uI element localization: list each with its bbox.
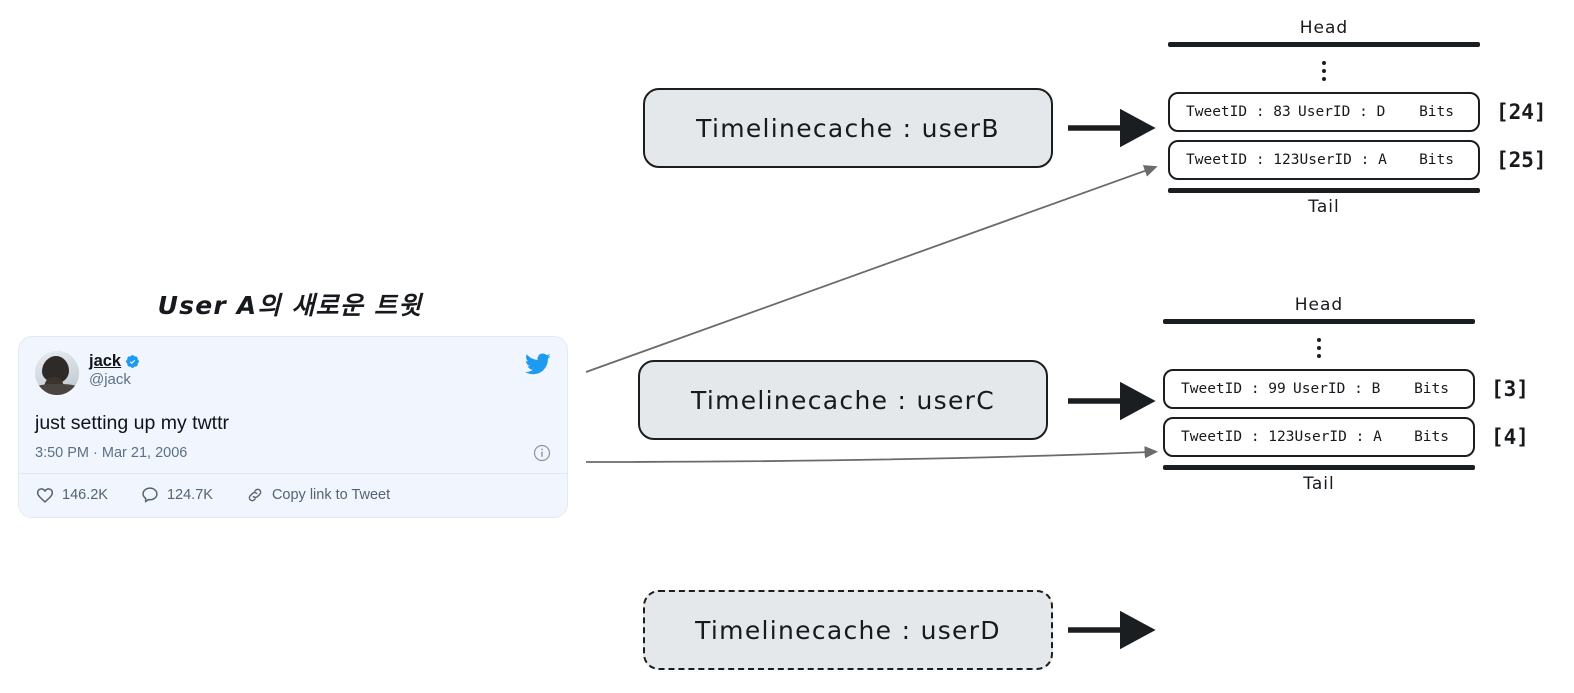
tweet-actions: 146.2K 124.7K Copy link to Tweet [35, 474, 551, 517]
node-userid: UserID : B [1293, 381, 1381, 397]
copy-link-action[interactable]: Copy link to Tweet [245, 485, 390, 505]
cache-box-userd[interactable]: Timelinecache : userD [643, 590, 1053, 670]
tweet-meta-row: 3:50 PM · Mar 21, 2006 [35, 444, 551, 473]
arrow-tweet-to-userc-node [585, 446, 1159, 463]
node-box[interactable]: TweetID : 83 UserID : D Bits [1168, 92, 1480, 132]
vertical-ellipsis-icon [1163, 328, 1475, 369]
list-item[interactable]: TweetID : 123 UserID : A Bits [4] [1163, 417, 1553, 457]
page-title: User A의 새로운 트윗 [157, 291, 423, 320]
list-item[interactable]: TweetID : 83 UserID : D Bits [24] [1168, 92, 1558, 132]
head-label: Head [1294, 295, 1344, 315]
node-tweetid: TweetID : 99 [1181, 381, 1286, 397]
tweet-header: jack @jack [35, 351, 551, 395]
like-count: 146.2K [62, 487, 108, 504]
copy-link-label: Copy link to Tweet [271, 487, 391, 504]
node-tweetid: TweetID : 83 [1186, 104, 1291, 120]
node-bits: Bits [1419, 152, 1454, 168]
list-item[interactable]: TweetID : 99 UserID : B Bits [3] [1163, 369, 1553, 409]
node-box[interactable]: TweetID : 123 UserID : A Bits [1163, 417, 1475, 457]
tail-label: Tail [1308, 197, 1340, 217]
tweet-card: jack @jack just setting up my twttr 3:50… [18, 336, 568, 519]
vertical-ellipsis-icon [1168, 51, 1480, 92]
node-userid: UserID : A [1294, 429, 1382, 445]
node-index: [4] [1491, 425, 1529, 449]
tweet-display-name[interactable]: jack [89, 352, 122, 370]
tweet-timestamp: 3:50 PM · Mar 21, 2006 [35, 445, 188, 462]
heart-icon [36, 488, 54, 504]
head-label: Head [1299, 18, 1349, 38]
linked-list-userb: Head TweetID : 83 UserID : D Bits [24] T… [1168, 18, 1558, 217]
tail-bar [1168, 188, 1480, 193]
avatar [35, 351, 79, 395]
cache-box-userc[interactable]: Timelinecache : userC [638, 360, 1048, 440]
node-bits: Bits [1414, 381, 1449, 397]
node-userid: UserID : A [1299, 152, 1387, 168]
node-index: [3] [1491, 377, 1529, 401]
list-item[interactable]: TweetID : 123 UserID : A Bits [25] [1168, 140, 1558, 180]
node-bits: Bits [1419, 104, 1454, 120]
head-bar [1163, 319, 1475, 324]
tweet-text: just setting up my twttr [35, 412, 229, 434]
head-bar [1168, 42, 1480, 47]
node-bits: Bits [1414, 429, 1449, 445]
tweet-handle[interactable]: @jack [89, 371, 131, 389]
twitter-bird-icon [525, 353, 551, 375]
node-tweetid: TweetID : 123 [1181, 429, 1295, 445]
node-box[interactable]: TweetID : 123 UserID : A Bits [1168, 140, 1480, 180]
info-circle-icon[interactable] [533, 444, 551, 462]
tail-bar [1163, 465, 1475, 470]
node-tweetid: TweetID : 123 [1186, 152, 1300, 168]
divider [19, 473, 567, 475]
node-index: [24] [1496, 100, 1547, 124]
link-icon [248, 489, 262, 502]
comment-icon [142, 487, 158, 504]
tail-label: Tail [1303, 474, 1335, 494]
node-box[interactable]: TweetID : 99 UserID : B Bits [1163, 369, 1475, 409]
node-index: [25] [1496, 148, 1547, 172]
linked-list-userc: Head TweetID : 99 UserID : B Bits [3] Tw… [1163, 295, 1553, 494]
like-action[interactable]: 146.2K [35, 485, 108, 505]
cache-box-userb[interactable]: Timelinecache : userB [643, 88, 1053, 168]
reply-count: 124.7K [166, 487, 213, 504]
node-userid: UserID : D [1298, 104, 1386, 120]
arrow-tweet-to-userb-node [585, 165, 1158, 373]
tweet-author-block: jack @jack [89, 351, 140, 389]
verified-badge-icon [126, 354, 140, 368]
reply-action[interactable]: 124.7K [140, 485, 213, 505]
